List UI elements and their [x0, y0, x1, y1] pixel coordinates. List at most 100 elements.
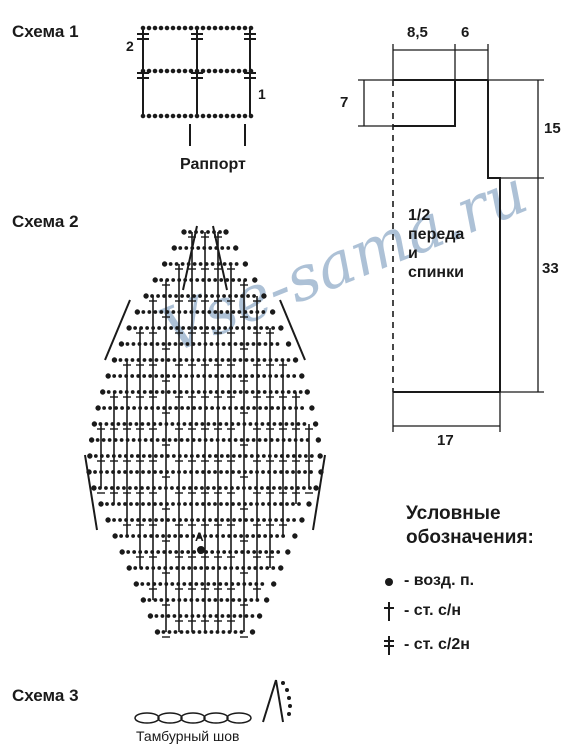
chain-dot	[240, 550, 245, 554]
chain-dot	[166, 374, 171, 378]
chain-dot	[213, 278, 218, 282]
chain-dot	[105, 470, 109, 474]
chain-dot	[167, 534, 172, 538]
chain-dot	[292, 357, 299, 363]
chain-dot	[288, 406, 293, 410]
chain-dot	[153, 502, 157, 506]
chain-dot	[239, 630, 244, 634]
chain-dot	[300, 406, 305, 410]
chain-dot	[106, 390, 111, 394]
chain-dot	[226, 614, 231, 618]
chain-dot	[170, 25, 176, 31]
chain-dot	[195, 310, 200, 314]
chain-dot	[147, 598, 152, 602]
chain-dot	[209, 630, 214, 634]
chain-dot	[225, 310, 230, 314]
chain-dot	[210, 262, 215, 266]
chain-dot	[260, 422, 265, 426]
chain-stitch-icon	[385, 578, 393, 586]
chain-dot	[183, 454, 188, 458]
chain-dot	[248, 486, 252, 490]
chain-dot	[158, 25, 164, 31]
chain-dot	[296, 422, 301, 426]
chain-dot	[278, 486, 282, 490]
rapport-label: Раппорт	[180, 156, 246, 173]
chain-dot	[179, 438, 184, 442]
chain-dot	[192, 294, 196, 298]
chain-dot	[142, 518, 146, 522]
chain-dot	[181, 229, 187, 235]
chain-dot	[286, 374, 291, 378]
chain-dot	[171, 454, 176, 458]
dim-left: 7	[340, 94, 349, 111]
chain-dot	[251, 342, 256, 346]
chain-dot	[210, 406, 215, 410]
chain-dot	[198, 294, 202, 298]
chain-dot	[145, 326, 150, 330]
scheme1-title: Схема 1	[12, 22, 79, 41]
stitch-line	[279, 299, 306, 361]
chain-dot	[259, 566, 264, 570]
chain-dot	[262, 358, 267, 362]
chain-dot	[196, 390, 201, 394]
chain-dot	[128, 486, 132, 490]
chain-dot	[220, 390, 225, 394]
chain-dot	[285, 341, 292, 347]
chain-dot	[312, 421, 319, 427]
chain-dot	[131, 342, 136, 346]
chain-dot	[148, 518, 152, 522]
chain-dot	[218, 422, 223, 426]
chain-dot	[225, 278, 230, 282]
chain-dot	[180, 294, 184, 298]
chain-dot	[197, 438, 202, 442]
chain-dot	[248, 422, 253, 426]
chain-dot	[222, 294, 226, 298]
chain-dot	[129, 454, 134, 458]
chain-dot	[195, 454, 200, 458]
chain-dot	[95, 438, 100, 442]
chain-dot	[130, 374, 135, 378]
chain-dot	[159, 502, 163, 506]
chain-dot	[143, 342, 148, 346]
chain-dot	[149, 534, 154, 538]
chain-dot	[218, 230, 222, 234]
chain-dot	[231, 454, 236, 458]
chain-dot	[231, 470, 235, 474]
legend-item-chain: - возд. п.	[380, 570, 474, 592]
chain-dot	[152, 25, 158, 31]
chain-dot	[192, 262, 197, 266]
chain-dot	[249, 454, 254, 458]
chain-dot	[223, 229, 229, 235]
chain-dot	[271, 326, 276, 330]
chain-dot	[273, 470, 277, 474]
chain-dot	[154, 390, 159, 394]
scheme1-row-2-label: 2	[126, 38, 134, 54]
chain-dot	[140, 486, 144, 490]
chain-dot	[179, 342, 184, 346]
chain-dot	[220, 518, 224, 522]
chain-dot	[135, 502, 139, 506]
chain-dot	[161, 438, 166, 442]
chain-dot	[238, 390, 243, 394]
chain-dot	[105, 517, 111, 523]
chain-dot	[219, 310, 224, 314]
chain-dot	[208, 614, 213, 618]
chain-dot	[207, 310, 212, 314]
chain-dot	[285, 502, 289, 506]
chain-dot	[111, 357, 118, 363]
chain-dot	[244, 358, 249, 362]
chain-dot	[196, 374, 201, 378]
chain-dot	[153, 470, 157, 474]
chain-dot	[146, 422, 151, 426]
chain-dot	[152, 68, 158, 74]
chain-dot	[135, 454, 140, 458]
chain-dot	[278, 422, 283, 426]
chain-dot	[195, 502, 199, 506]
chain-dot	[166, 518, 170, 522]
chain-dot	[130, 390, 135, 394]
chain-dot	[122, 422, 127, 426]
chain-dot	[183, 470, 187, 474]
chain-dot	[232, 374, 237, 378]
chain-dot	[230, 68, 236, 74]
